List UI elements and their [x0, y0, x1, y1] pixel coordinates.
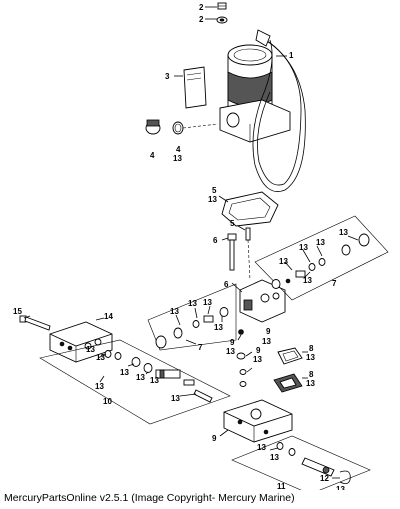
callout-13-m1: 13: [170, 307, 179, 316]
callout-7b: 7: [198, 343, 203, 352]
callout-13-l7: 13: [171, 394, 180, 403]
callout-5b: 5: [230, 219, 235, 228]
part-washer-top[interactable]: [216, 16, 228, 24]
callout-2b: 2: [199, 15, 204, 24]
callout-6a: 6: [213, 236, 218, 245]
callout-13-l4: 13: [136, 373, 145, 382]
callout-13-m4: 13: [214, 323, 223, 332]
copyright-footer: MercuryPartsOnline v2.5.1 (Image Copyrig…: [4, 492, 295, 504]
callout-13-b3: 13: [336, 485, 345, 490]
callout-13-8a: 13: [306, 353, 315, 362]
part-check-valve-left[interactable]: [155, 307, 229, 349]
callout-9b: 9: [256, 346, 261, 355]
callout-13-l6: 13: [95, 382, 104, 391]
exploded-parts-diagram: 1 2 2 3 4 4 13 5 13 5 6 6 13 13 13 13 13…: [13, 2, 389, 490]
part-seal-plate-upper[interactable]: [277, 347, 303, 365]
part-oring-plug[interactable]: [172, 121, 184, 135]
callout-1: 1: [289, 51, 294, 60]
callout-13-9b: 13: [253, 355, 262, 364]
callout-8b: 8: [309, 370, 314, 379]
callout-13-9a: 13: [226, 347, 235, 356]
part-check-valve-right[interactable]: [271, 233, 370, 289]
callout-11: 11: [277, 482, 286, 490]
callout-14: 14: [104, 312, 113, 321]
callout-13-m2: 13: [188, 299, 197, 308]
part-pump-motor[interactable]: [219, 29, 306, 192]
callout-13-b1: 13: [257, 443, 266, 452]
callout-13-m3: 13: [203, 298, 212, 307]
callout-4b: 4: [176, 145, 181, 154]
part-mounting-bolt[interactable]: [227, 233, 237, 271]
callout-13-r2: 13: [316, 238, 325, 247]
callout-4a: 4: [150, 151, 155, 160]
callout-9a: 9: [230, 338, 235, 347]
callout-5a: 5: [212, 186, 217, 195]
callout-13-l2: 13: [96, 353, 105, 362]
part-screw-top[interactable]: [217, 2, 227, 10]
part-bottom-valve[interactable]: [276, 442, 335, 477]
callout-13-r1: 13: [339, 228, 348, 237]
callout-12: 12: [320, 474, 329, 483]
part-gasket[interactable]: [221, 191, 279, 227]
callout-10: 10: [103, 397, 112, 406]
callout-13-5: 13: [208, 195, 217, 204]
part-long-bolt[interactable]: [19, 315, 51, 331]
callout-13-r5: 13: [303, 276, 312, 285]
part-decal[interactable]: [183, 66, 207, 109]
callout-2a: 2: [199, 3, 204, 12]
callout-13-l3: 13: [120, 368, 129, 377]
part-pin[interactable]: [245, 227, 251, 241]
part-retaining-clip[interactable]: [339, 470, 351, 484]
callout-13-l1: 13: [86, 345, 95, 354]
callout-13-l5: 13: [150, 376, 159, 385]
callout-13-8b: 13: [306, 379, 315, 388]
part-fill-plug[interactable]: [145, 119, 161, 135]
callout-13-4: 13: [173, 154, 182, 163]
callout-13-9c: 13: [262, 337, 271, 346]
part-spring-stack[interactable]: [236, 329, 247, 387]
part-seal-plate-lower[interactable]: [273, 373, 303, 393]
callout-8a: 8: [309, 344, 314, 353]
callout-9c: 9: [266, 327, 271, 336]
callout-6b: 6: [224, 280, 229, 289]
part-pump-base[interactable]: [223, 399, 293, 443]
callout-9d: 9: [212, 434, 217, 443]
callout-3: 3: [165, 72, 170, 81]
callout-15: 15: [13, 307, 22, 316]
callout-13-r4: 13: [279, 257, 288, 266]
callout-13-b2: 13: [270, 453, 279, 462]
callout-7a: 7: [332, 279, 337, 288]
part-valve-body[interactable]: [239, 279, 286, 323]
callout-13-r3: 13: [299, 243, 308, 252]
